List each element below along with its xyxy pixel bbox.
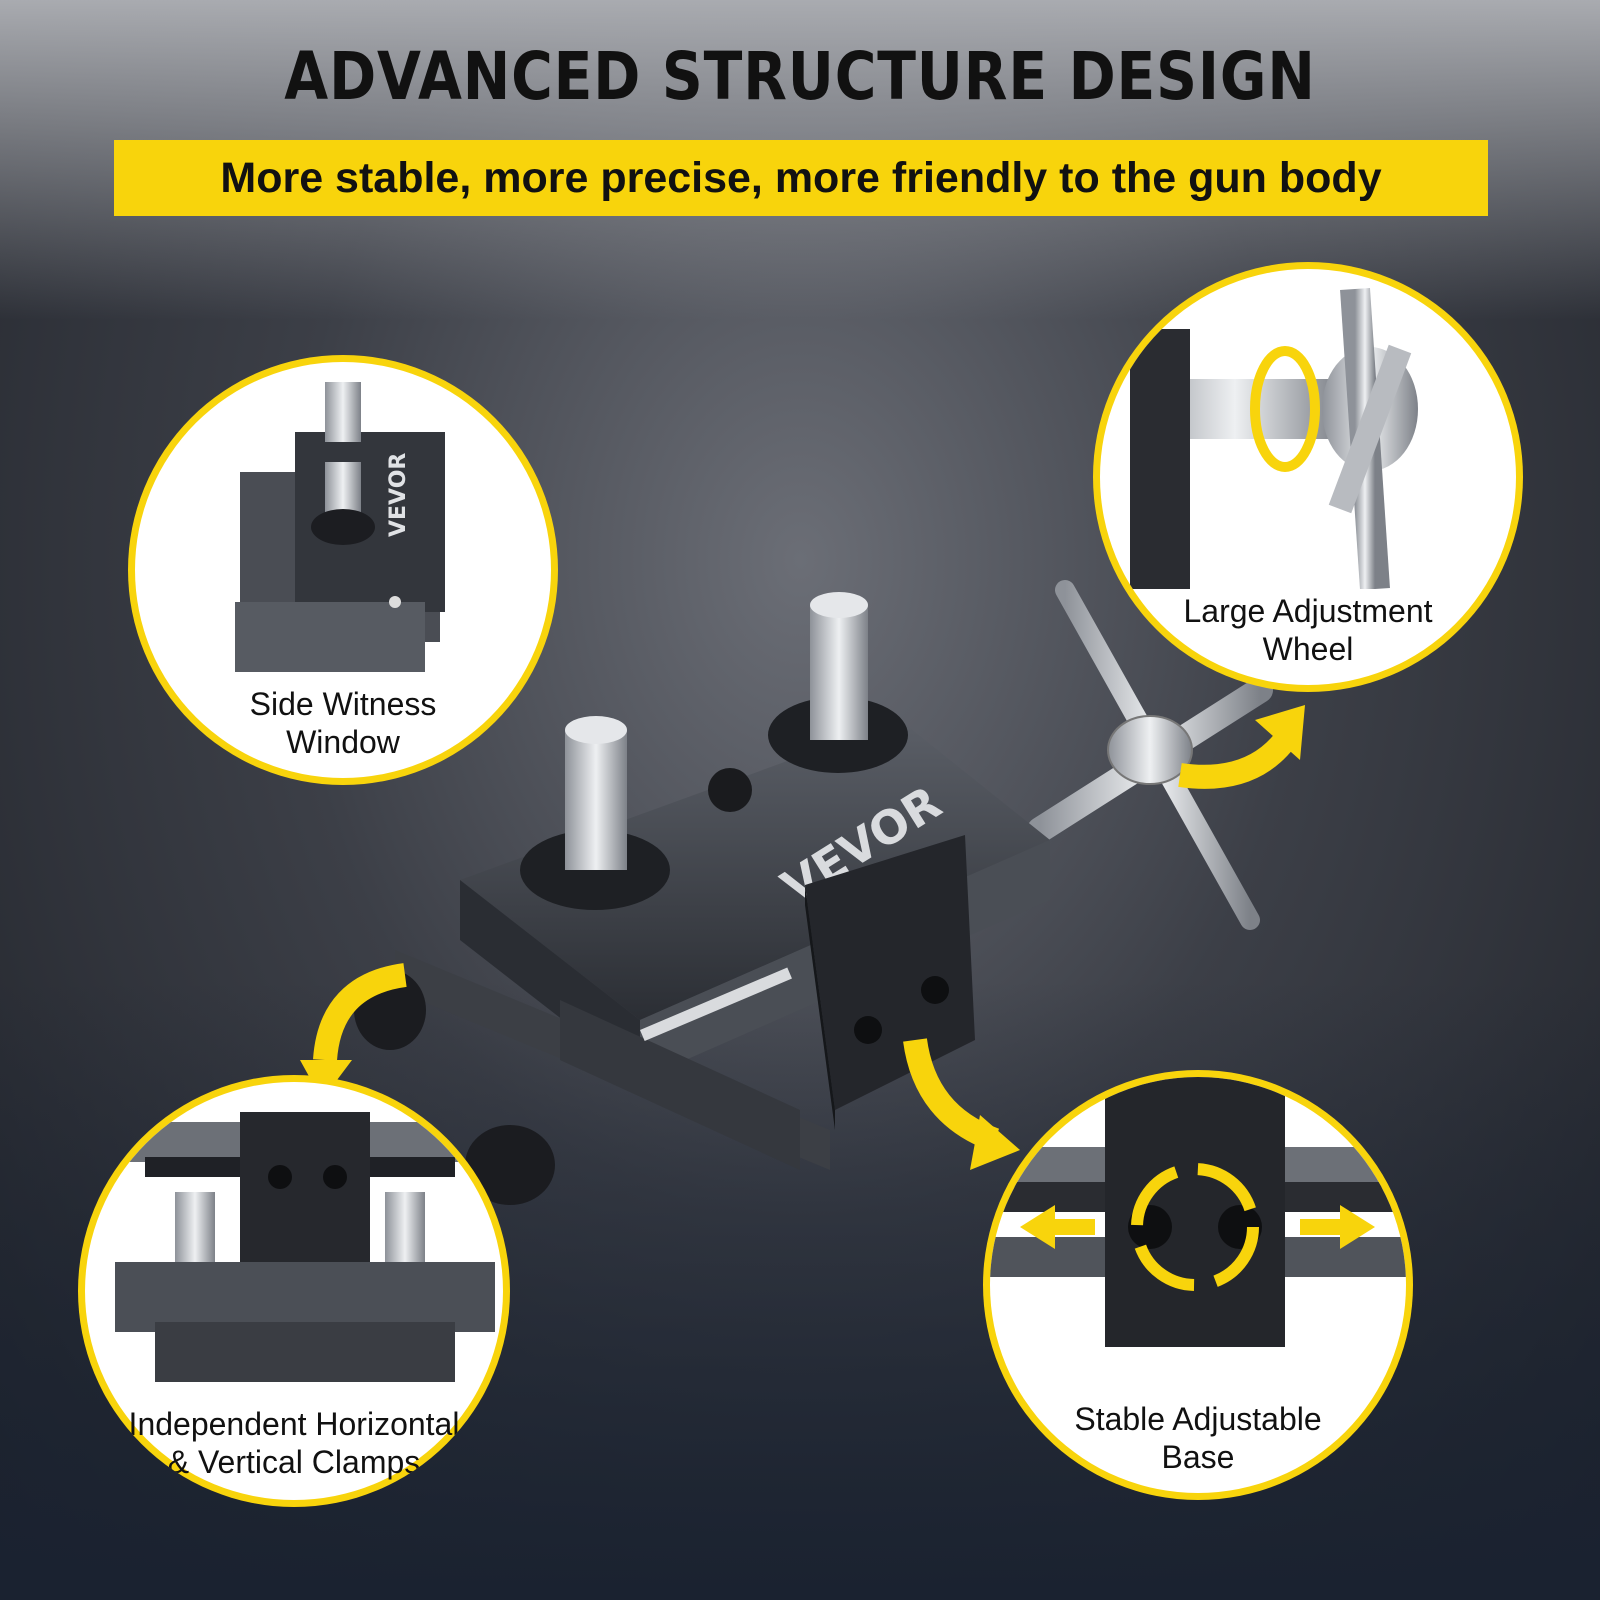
arrow-to-wheel	[1178, 732, 1295, 789]
adjustment-wheel-image	[1130, 288, 1418, 589]
arrow-to-clamps	[313, 963, 407, 1062]
callout-large-adjustment-wheel: Large Adjustment Wheel	[1093, 262, 1523, 692]
left-arrow-icon	[1020, 1205, 1055, 1249]
subtitle-text: More stable, more precise, more friendly…	[220, 153, 1382, 202]
callout-stable-base: Stable Adjustable Base	[983, 1070, 1413, 1500]
adjustment-rod	[1027, 580, 1273, 930]
brand-logo-small: VEVOR	[386, 453, 411, 537]
side-window-label: Side Witness Window	[249, 686, 437, 760]
subtitle-banner: More stable, more precise, more friendly…	[114, 140, 1488, 216]
side-window-image: VEVOR	[235, 382, 445, 672]
pusher-block	[805, 835, 975, 1130]
set-screw-knob	[708, 768, 752, 812]
threaded-post-left	[520, 716, 670, 910]
rotate-icon	[1250, 346, 1320, 472]
rotate-arrows-icon	[1131, 1163, 1259, 1291]
page-title: ADVANCED STRUCTURE DESIGN	[284, 38, 1316, 115]
right-arrow-icon	[1340, 1205, 1375, 1249]
clamps-image	[115, 1112, 495, 1382]
adjustment-wheel-label: Large Adjustment Wheel	[1183, 593, 1433, 667]
base-image	[990, 1077, 1406, 1347]
base-label: Stable Adjustable Base	[1074, 1401, 1322, 1475]
clamps-label: Independent Horizontal & Vertical Clamps	[128, 1406, 460, 1480]
callout-clamps: Independent Horizontal & Vertical Clamps	[78, 1075, 510, 1507]
threaded-post-right	[768, 592, 908, 773]
knob-front	[465, 1125, 555, 1205]
callout-side-witness-window: VEVOR Side Witness Window	[128, 355, 558, 785]
